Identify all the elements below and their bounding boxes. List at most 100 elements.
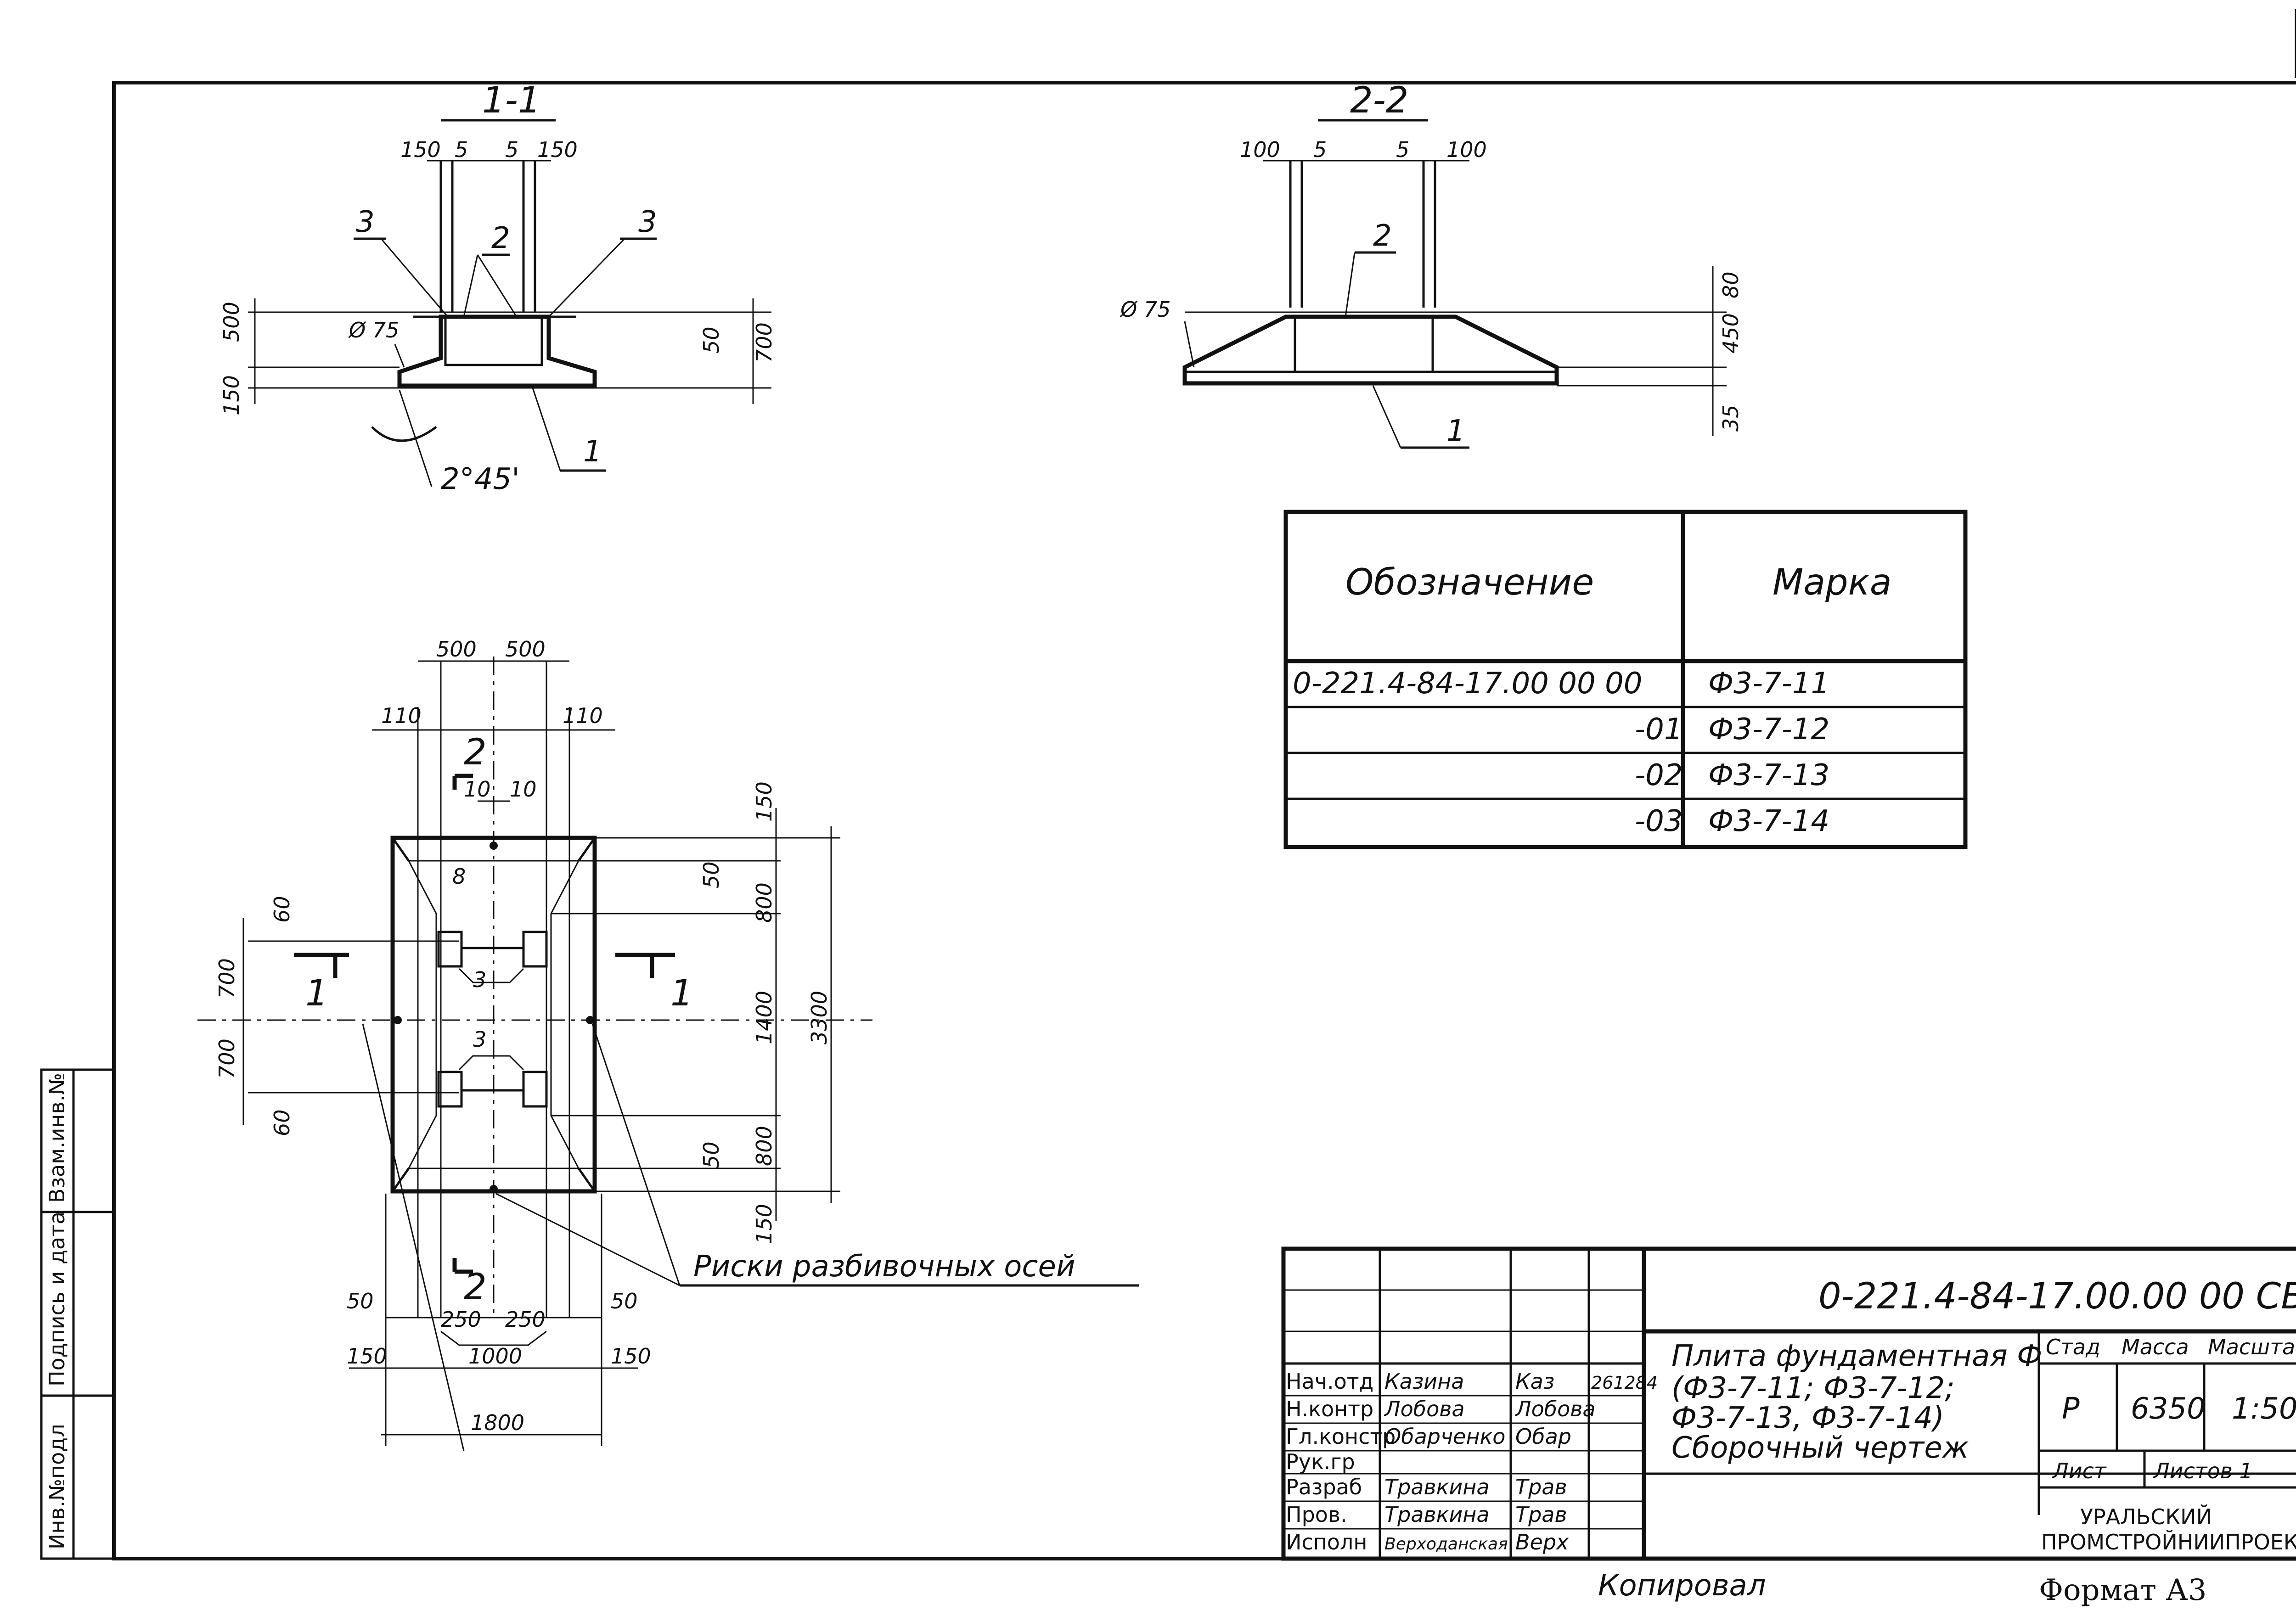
marks-table-row-2-mark: Ф3-7-12 [1708,713,1829,746]
plan-dim-bottom-1: 50 [347,1289,374,1313]
section-2-2-title: 2-2 [1350,80,1408,121]
plan-inner-mark-1: 8 [452,864,466,889]
s11-dim-3: 5 [505,137,518,162]
role-6-name: Травкина [1384,1502,1490,1527]
s22-dim-4: 100 [1446,137,1487,162]
marks-table-row-1-designation: 0-221.4-84-17.00 00 00 [1293,667,1642,701]
role-1-name: Казина [1384,1369,1464,1394]
role-5-name: Травкина [1384,1475,1490,1499]
s22-dim-7: 35 [1718,404,1743,432]
marks-table-row-1-mark: Ф3-7-11 [1708,667,1829,701]
marks-table-row-4-designation: -03 [1635,804,1683,838]
plan-dim-left-2: 700 [214,958,239,999]
plan-section-mark-1-left: 1 [305,973,328,1014]
s11-angle: 2°45' [441,462,520,496]
title-block-name-3: Ф3-7-13, Ф3-7-14) [1671,1401,1944,1435]
plan-dim-top-4: 110 [563,703,603,728]
plan-dim-top-6: 10 [510,777,537,802]
marks-table-row-2-designation: -01 [1635,713,1683,746]
role-1-sign: Кaз [1515,1369,1554,1394]
plan-dim-right-3: 800 [752,882,777,923]
s22-callout-2: 2 [1373,219,1392,253]
plan-dim-bottom-8: 1800 [471,1410,524,1435]
plan-view: 500 500 110 110 10 10 2 2 1 1 60 700 700… [197,637,1139,1451]
role-4-title: Рук.гр [1286,1449,1355,1474]
plan-dim-right-8: 150 [752,1204,777,1244]
plan-section-mark-1-right: 1 [670,973,693,1014]
marks-table-row-4-mark: Ф3-7-14 [1708,804,1829,838]
marks-table: Обозначение Марка 0-221.4-84-17.00 00 00… [1283,510,1968,849]
title-block-sheet-label: Лист [2052,1459,2107,1483]
plan-dim-right-2: 50 [699,861,724,888]
s22-dim-5: 80 [1718,271,1743,298]
sheet-frame: 93 [112,9,2296,1560]
s22-callout-1: 1 [1446,414,1465,448]
plan-dim-right-4: 1400 [752,991,777,1044]
s22-diameter: Ø 75 [1120,297,1171,322]
title-block-org-2: ПРОМСТРОЙНИИПРОЕКТ [2041,1530,2296,1554]
role-7-title: Исполн [1286,1530,1367,1554]
marks-table-row-3-mark: Ф3-7-13 [1708,758,1829,792]
title-block-name-2: (Ф3-7-11; Ф3-7-12; [1671,1371,1955,1405]
s22-dim-6: 450 [1718,313,1743,354]
s22-dim-1: 100 [1240,137,1280,162]
footer-format: Формат А3 [2039,1573,2207,1607]
plan-inner-mark-3: 3 [473,1027,486,1052]
title-block-stage: Р [2062,1392,2080,1426]
plan-dim-bottom-4: 50 [611,1289,638,1313]
plan-dim-bottom-3: 250 [505,1307,546,1332]
stamp-replace-label: Взам.инв.№ [45,1073,69,1203]
title-block-name-1: Плита фундаментная Ф [1671,1339,2042,1373]
plan-dim-top-3: 110 [381,703,422,728]
s11-callout-3-right: 3 [638,205,657,239]
role-7-sign: Верх [1515,1530,1569,1554]
s22-dim-3: 5 [1396,137,1409,162]
s11-diameter: Ø 75 [348,318,399,342]
plan-dim-bottom-7: 150 [611,1344,651,1369]
role-1-title: Нач.отд [1286,1369,1373,1394]
title-block-code: 0-221.4-84-17.00.00 00 СБ [1818,1276,2296,1317]
marks-table-row-3-designation: -02 [1635,758,1683,792]
plan-section-mark-2-top: 2 [464,732,487,773]
plan-dim-top-5: 10 [464,777,491,802]
s11-callout-2: 2 [491,221,510,255]
s11-callout-3-left: 3 [356,205,375,239]
s11-dim-2: 5 [455,137,468,162]
title-block-scale: 1:50 [2232,1392,2296,1426]
title-block-scale-label: Масштаб [2208,1335,2296,1359]
s11-dim-6: 150 [219,375,244,415]
section-1-1-title: 1-1 [482,80,540,121]
plan-dim-top-2: 500 [505,637,546,662]
role-3-title: Гл.констр [1286,1424,1396,1449]
plan-dim-bottom-2: 250 [441,1307,481,1332]
stamp-sign-label: Подпись и дата [45,1212,69,1386]
footer-copied: Копировал [1598,1569,1766,1603]
section-2-2: 2-2 100 5 5 100 80 450 35 2 1 Ø 75 [1120,80,1743,449]
section-1-1: 1-1 150 5 5 150 500 150 50 700 3 2 3 [219,80,777,496]
role-1-date: 261284 [1591,1373,1658,1393]
s11-dim-7: 50 [699,326,724,354]
title-block: 0-221.4-84-17.00.00 00 СБ Плита фундамен… [1281,1246,2296,1561]
title-block-mass: 6350 [2131,1392,2206,1426]
s22-dim-2: 5 [1313,137,1327,162]
role-5-sign: Трав [1515,1475,1567,1499]
role-6-sign: Трав [1515,1502,1567,1527]
s11-dim-5: 500 [219,302,244,342]
title-block-sheets-label: Листов 1 [2153,1459,2253,1483]
role-5-title: Разраб [1286,1475,1362,1499]
title-block-org-1: УРАЛЬСКИЙ [2080,1504,2212,1529]
side-stamp: Инв.№подл Подпись и дата Взам.инв.№ [40,1068,115,1560]
role-7-name: Верходанская [1384,1535,1508,1554]
role-3-name: Обарченко [1384,1424,1505,1449]
plan-dim-top-1: 500 [436,637,477,662]
plan-inner-mark-2: 3 [473,967,486,992]
s11-dim-4: 150 [537,137,578,162]
role-2-sign: Лобова [1514,1397,1596,1421]
stamp-inv-label: Инв.№подл [45,1424,69,1549]
plan-dim-left-3: 700 [214,1038,239,1079]
plan-dim-bottom-5: 150 [347,1344,387,1369]
plan-dim-left-1: 60 [270,896,294,923]
plan-dim-bottom-6: 1000 [468,1344,522,1369]
plan-dim-right-6: 800 [752,1126,777,1166]
